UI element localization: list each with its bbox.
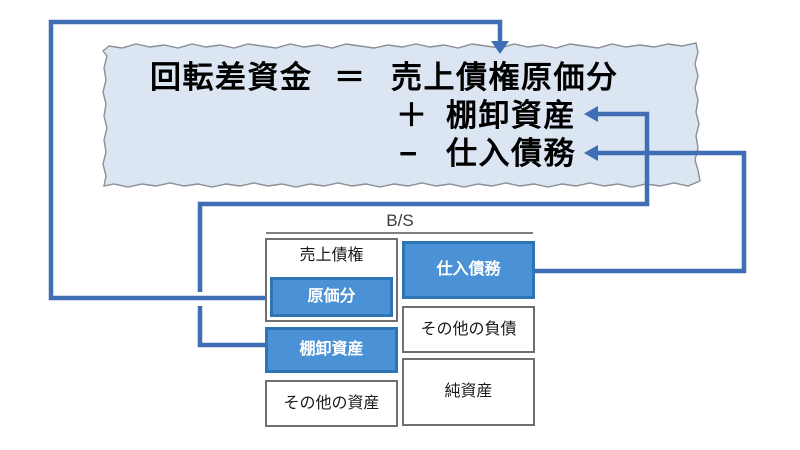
arrowhead-left-icon bbox=[584, 145, 598, 161]
formula-result-label: 回転差資金 bbox=[150, 60, 313, 95]
arrowhead-left-icon bbox=[584, 106, 598, 122]
formula-term-sales-receivables-cost: 売上債権原価分 bbox=[391, 60, 619, 95]
arrow-inventory-to-formula-upper bbox=[197, 111, 650, 292]
balance-sheet-title-underline bbox=[266, 232, 533, 234]
box-sales-receivables-label: 売上債権 bbox=[299, 247, 364, 264]
box-other-assets-label: その他の資産 bbox=[283, 394, 380, 412]
arrowhead-down-icon bbox=[491, 41, 509, 54]
box-net-assets-label: 純資産 bbox=[444, 383, 493, 400]
box-other-liabilities: その他の負債 bbox=[402, 306, 535, 353]
box-other-liabilities-label: その他の負債 bbox=[420, 320, 517, 338]
formula-plus-sign: ＋ bbox=[396, 98, 429, 133]
torn-paper-banner bbox=[102, 42, 701, 188]
formula-term-inventory: 棚卸資産 bbox=[446, 98, 576, 133]
box-net-assets: 純資産 bbox=[402, 358, 535, 426]
box-other-assets: その他の資産 bbox=[265, 380, 398, 427]
box-inventory: 棚卸資産 bbox=[265, 327, 398, 373]
box-accounts-payable: 仕入債務 bbox=[402, 241, 535, 299]
balance-sheet-title: B/S bbox=[386, 211, 414, 230]
formula-minus-sign: − bbox=[399, 136, 419, 171]
box-cost-portion-label: 原価分 bbox=[307, 288, 356, 305]
formula-term-accounts-payable: 仕入債務 bbox=[446, 136, 576, 171]
box-cost-portion: 原価分 bbox=[270, 277, 393, 317]
arrow-payable-to-formula bbox=[535, 150, 747, 274]
arrow-inventory-to-formula-lower bbox=[197, 306, 267, 348]
box-accounts-payable-label: 仕入債務 bbox=[436, 261, 501, 278]
formula-equals-sign: ＝ bbox=[334, 60, 367, 95]
arrow-cost-to-formula bbox=[48, 19, 503, 301]
box-inventory-label: 棚卸資産 bbox=[299, 341, 364, 358]
